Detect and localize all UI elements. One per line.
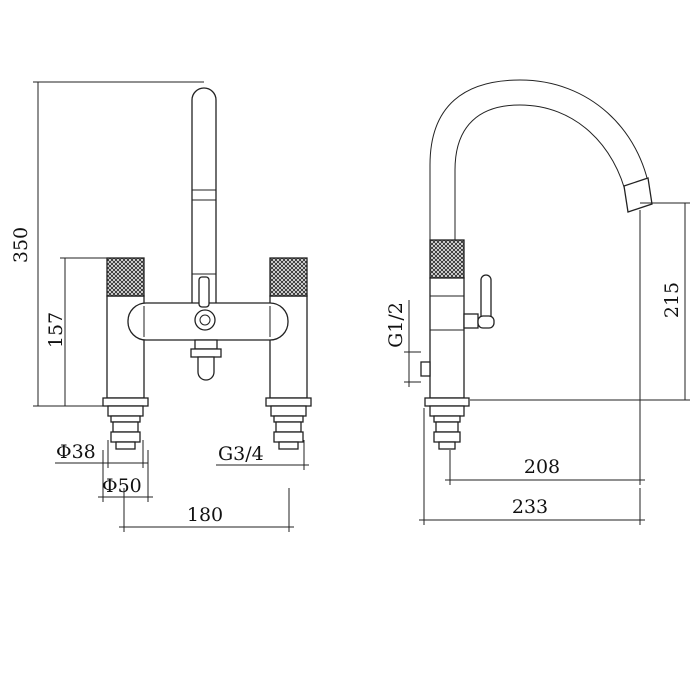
dim-350: 350	[10, 81, 204, 407]
handset-outlet-side: G1/2	[385, 300, 431, 387]
front-view: 350 157 Φ38 Φ50 180	[10, 81, 312, 532]
side-gooseneck-spout	[429, 79, 653, 240]
dim-215: 215	[470, 202, 690, 401]
dim-g34-label: G3/4	[218, 443, 264, 465]
dim-208: 208	[445, 210, 645, 485]
dim-phi38: Φ38	[55, 440, 148, 468]
diverter-lever	[194, 276, 216, 331]
dim-208-label: 208	[524, 456, 560, 478]
dim-g34: G3/4	[216, 440, 309, 470]
dim-180-label: 180	[187, 504, 223, 526]
dim-157-label: 157	[45, 312, 67, 348]
front-spout	[191, 87, 217, 306]
dim-g12-label: G1/2	[385, 302, 407, 348]
left-pillar	[102, 257, 149, 450]
side-view: G1/2 215 208 233	[385, 79, 690, 525]
dim-180: 180	[119, 488, 294, 532]
right-knurled-handle	[269, 257, 308, 297]
dim-157: 157	[45, 257, 107, 406]
side-knurled-handle	[429, 239, 465, 279]
dim-phi50-label: Φ50	[102, 475, 142, 497]
left-knurled-handle	[106, 257, 145, 297]
side-pillar	[424, 239, 470, 450]
handset-outlet-front	[190, 339, 222, 381]
dim-phi50: Φ50	[98, 450, 153, 502]
dim-phi38-label: Φ38	[56, 441, 96, 463]
dim-350-label: 350	[10, 227, 32, 263]
dim-233: 233	[419, 408, 645, 525]
dim-215-label: 215	[661, 282, 683, 318]
right-pillar	[265, 257, 312, 450]
dim-233-label: 233	[512, 496, 548, 518]
side-lever	[463, 274, 495, 329]
